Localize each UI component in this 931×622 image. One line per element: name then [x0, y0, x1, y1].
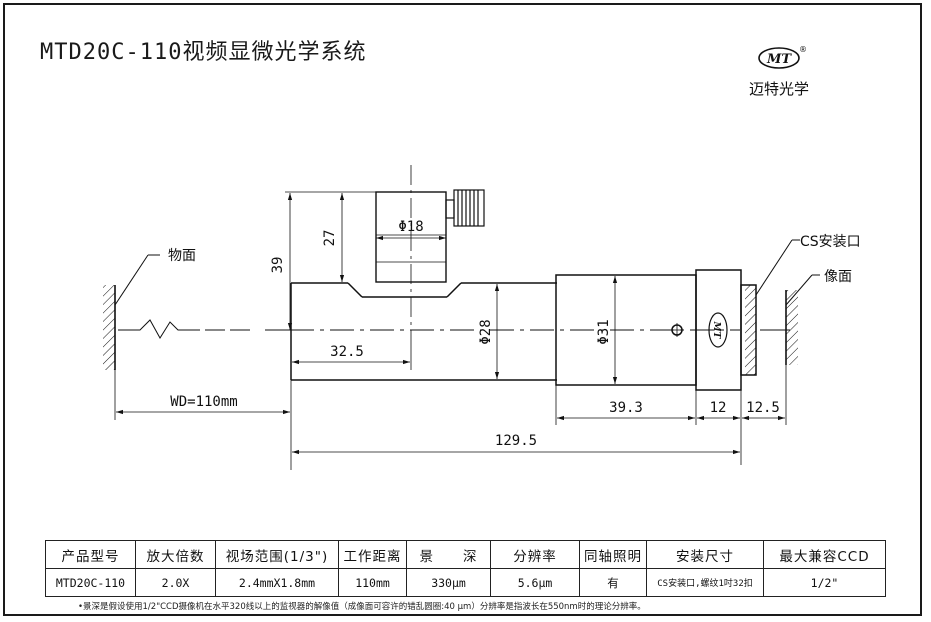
spec-value-cell: 2.4mmX1.8mm: [215, 568, 339, 597]
object-plane-label: 物面: [168, 248, 196, 264]
spec-value-cell: MTD20C-110: [45, 568, 136, 597]
optical-axis: [118, 319, 790, 339]
spec-value-cell: CS安装口,螺纹1吋32扣: [646, 568, 764, 597]
spec-header-cell: 分辨率: [490, 540, 580, 569]
top-tube: [375, 165, 447, 345]
spec-value-cell: 1/2": [763, 568, 886, 597]
rear-barrel: [555, 269, 757, 391]
spec-header-cell: 安装尺寸: [646, 540, 764, 569]
dim-32-5-label: 32.5: [330, 344, 364, 360]
dim-wd-label: WD=110mm: [170, 394, 237, 410]
registered-mark: ®: [799, 45, 807, 54]
spec-header-cell: 视场范围(1/3"): [215, 540, 339, 569]
spec-value-cell: 330μm: [406, 568, 491, 597]
cs-mount-label: CS安装口: [800, 234, 861, 250]
dim-d18-label: Φ18: [398, 219, 423, 235]
dim-39-3-label: 39.3: [609, 400, 643, 416]
spec-table: 产品型号 放大倍数 视场范围(1/3") 工作距离 景 深 分辨率 同轴照明 安…: [45, 540, 886, 597]
dim-d28-label: Φ28: [478, 319, 494, 344]
spec-value-cell: 5.6μm: [490, 568, 580, 597]
dim-total-label: 129.5: [495, 433, 537, 449]
dim-32-5: [290, 345, 412, 470]
spec-header-cell: 同轴照明: [579, 540, 647, 569]
brand-mark: MT: [766, 52, 792, 67]
spec-header-cell: 工作距离: [338, 540, 407, 569]
spec-header-cell: 放大倍数: [135, 540, 216, 569]
barrel-logo-icon: MT: [708, 312, 728, 348]
dim-39-label: 39: [270, 257, 286, 274]
spec-header-row: 产品型号 放大倍数 视场范围(1/3") 工作距离 景 深 分辨率 同轴照明 安…: [45, 540, 886, 569]
object-plane: 物面: [103, 248, 196, 370]
image-plane: 像面: [785, 269, 852, 365]
cs-mount-callout: CS安装口: [755, 234, 861, 296]
spec-value-row: MTD20C-110 2.0X 2.4mmX1.8mm 110mm 330μm …: [45, 568, 886, 597]
dim-d31-label: Φ31: [596, 319, 612, 344]
dim-27-label: 27: [322, 230, 338, 247]
dim-12-5-label: 12.5: [746, 400, 780, 416]
image-plane-label: 像面: [824, 269, 852, 285]
dim-wd: [114, 370, 290, 420]
spec-value-cell: 110mm: [338, 568, 407, 597]
spec-value-cell: 2.0X: [135, 568, 216, 597]
dim-39: [285, 191, 376, 330]
spec-header-cell: 景 深: [406, 540, 491, 569]
dim-27: [336, 193, 348, 284]
footnote: •景深是假设使用1/2"CCD摄像机在水平320线以上的监视器的解像值（成像面可…: [78, 602, 646, 612]
spec-value-cell: 有: [579, 568, 647, 597]
dim-12-label: 12: [710, 400, 727, 416]
page-title: MTD20C-110视频显微光学系统: [40, 40, 367, 65]
barrel-mark: MT: [711, 321, 721, 340]
spec-header-cell: 最大兼容CCD: [763, 540, 886, 569]
main-barrel: [290, 282, 557, 381]
focus-knob: [445, 189, 485, 227]
dim-rear-lengths: [555, 365, 787, 465]
brand-name: 迈特光学: [748, 80, 809, 98]
drawing-frame: [3, 3, 922, 616]
brand-logo-icon: MT ®: [758, 45, 807, 69]
spec-header-cell: 产品型号: [45, 540, 136, 569]
